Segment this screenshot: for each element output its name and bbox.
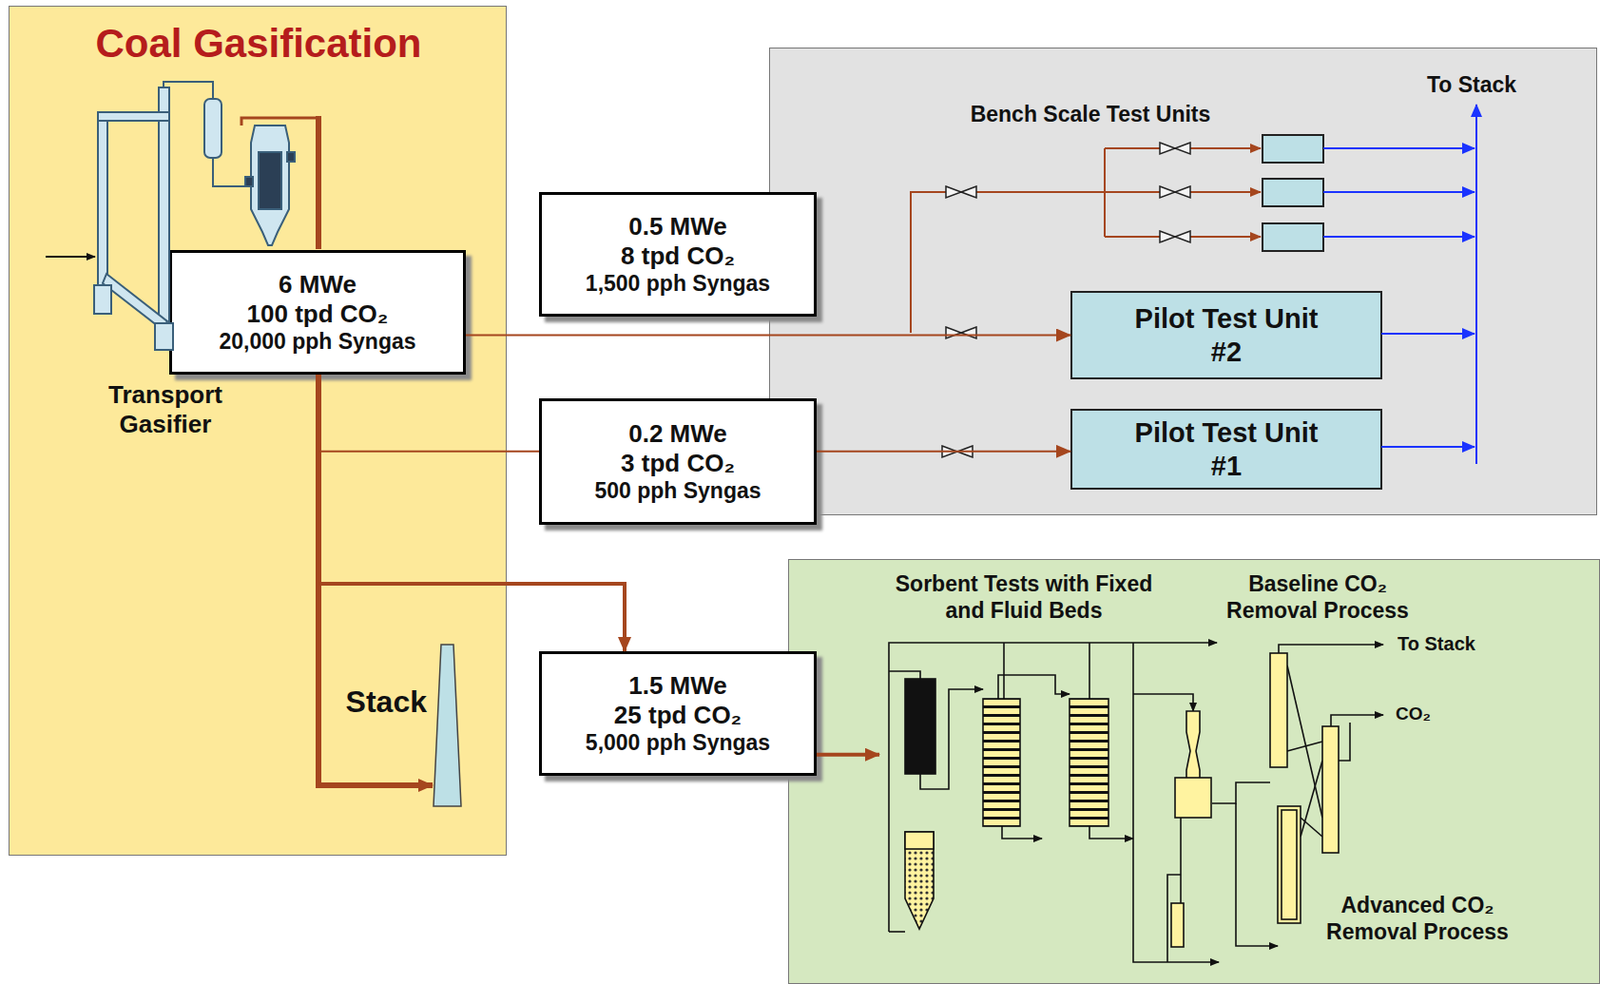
drawing-part (1381, 332, 1475, 335)
syngas-line (816, 450, 1071, 453)
syngas-line (465, 334, 1071, 337)
outlet-label: To Stack (1397, 632, 1512, 656)
flow-box: 0.5 MWe8 tpd CO₂1,500 pph Syngas (539, 192, 817, 317)
drawing-part (905, 831, 934, 849)
drawing-part (1475, 104, 1478, 464)
flow-box: 6 MWe100 tpd CO₂20,000 pph Syngas (169, 250, 466, 375)
drawing-part (1262, 178, 1324, 207)
test-panel: Bench Scale Test UnitsPilot Test Unit #2… (769, 47, 1598, 516)
drawing-part (258, 152, 282, 210)
heading-text: Baseline CO₂ Removal Process (1208, 571, 1427, 624)
box-text: 3 tpd CO₂ (620, 448, 735, 479)
flow-box: 0.2 MWe3 tpd CO₂500 pph Syngas (539, 398, 817, 525)
drawing-part (97, 112, 170, 121)
pilot-unit: Pilot Test Unit #2 (1070, 290, 1383, 380)
drawing-part (1069, 698, 1109, 827)
heading-text: Bench Scale Test Units (914, 101, 1267, 129)
drawing-part (1277, 806, 1301, 924)
box-text: 0.5 MWe (628, 212, 728, 242)
stack-outline (433, 644, 462, 807)
box-text: 0.2 MWe (628, 419, 728, 449)
drawing-part (158, 87, 170, 350)
drawing-part (905, 678, 936, 774)
syngas-trunk (315, 115, 322, 250)
drawing-part (287, 152, 295, 162)
pilot-unit: Pilot Test Unit #1 (1070, 408, 1383, 490)
drawing-part (154, 323, 174, 350)
drawing-part (1171, 903, 1184, 947)
syngas-line (816, 752, 880, 757)
drawing-part (1088, 642, 1091, 699)
box-text: Pilot Test Unit #2 (1131, 302, 1322, 369)
drawing-part (94, 285, 112, 314)
box-text: 100 tpd CO₂ (247, 299, 389, 329)
box-text: 5,000 pph Syngas (585, 730, 771, 757)
gasifier-name: Transport Gasifier (83, 380, 248, 440)
box-text: 20,000 pph Syngas (218, 328, 416, 356)
drawing-part (245, 176, 253, 187)
drawing-part (1175, 777, 1212, 818)
heading-text: Advanced CO₂ Removal Process (1308, 892, 1527, 945)
drawing-part (1270, 653, 1288, 768)
box-text: 1,500 pph Syngas (585, 270, 771, 298)
drawing-part (45, 255, 96, 258)
heading-text: Sorbent Tests with Fixed and Fluid Beds (886, 571, 1162, 624)
drawing-part (983, 698, 1021, 827)
box-text: 1.5 MWe (628, 671, 728, 701)
drawing-part (1323, 235, 1475, 238)
drawing-part (1281, 809, 1297, 920)
drawing-part (1322, 726, 1339, 853)
heading-text: Coal Gasification (9, 19, 508, 68)
stack-shape (432, 643, 463, 808)
flow-box: 1.5 MWe25 tpd CO₂5,000 pph Syngas (539, 651, 817, 776)
outlet-label: CO₂ (1395, 703, 1453, 726)
box-text: 6 MWe (278, 269, 357, 300)
drawing-part (888, 930, 906, 933)
box-text: 8 tpd CO₂ (620, 241, 735, 271)
stack: Stack (432, 643, 463, 808)
box-text: 25 tpd CO₂ (614, 700, 742, 731)
heading-text: Stack (327, 683, 427, 720)
outlet-label: To Stack (1414, 72, 1529, 99)
box-text: Pilot Test Unit #1 (1131, 416, 1322, 483)
drawing-part (1002, 642, 1005, 699)
drawing-part (1323, 147, 1475, 150)
drawing-part (1323, 191, 1475, 193)
drawing-part (1381, 445, 1475, 448)
box-text: 500 pph Syngas (594, 478, 761, 505)
drawing-part (1262, 134, 1324, 163)
drawing-part (1262, 223, 1324, 251)
drawing-part (204, 98, 222, 158)
bench-units (1262, 134, 1324, 251)
